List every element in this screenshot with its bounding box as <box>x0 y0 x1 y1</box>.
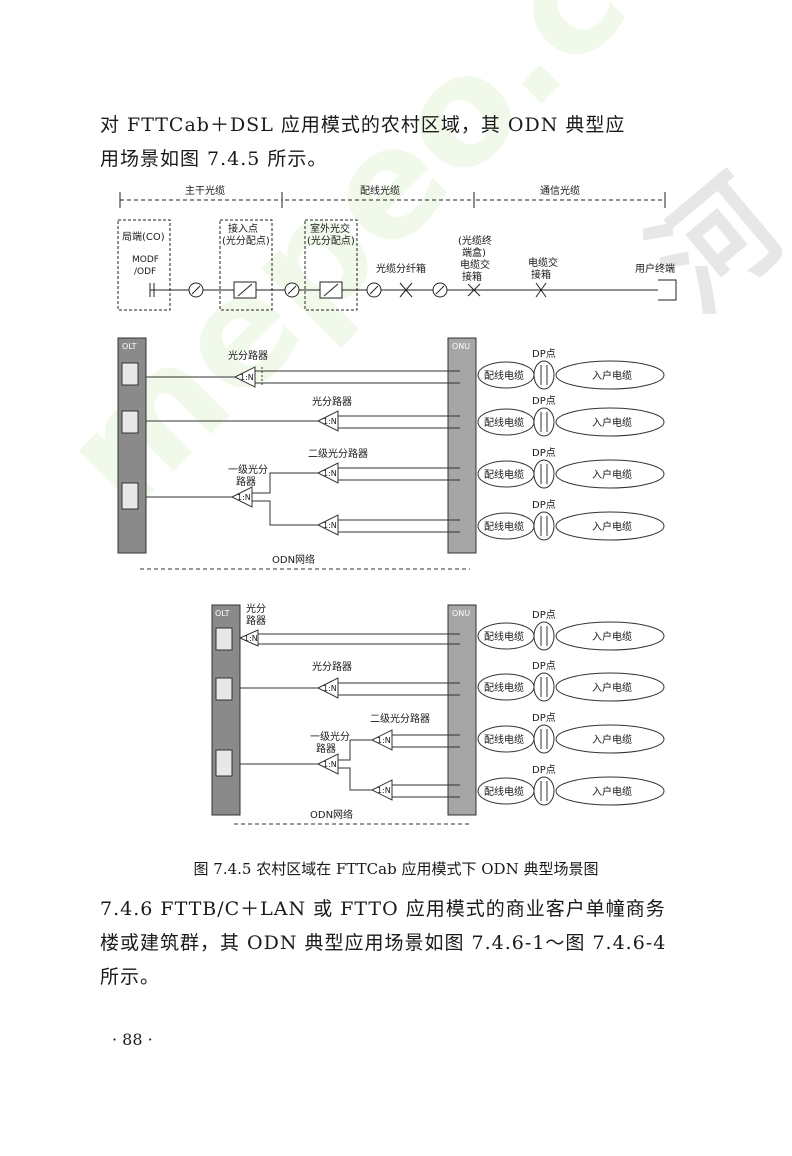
splitter-label-b2: 光分路器 <box>312 660 352 673</box>
dp-label-a3: DP点 <box>532 447 556 459</box>
cabinet-sub: (光分配点) <box>307 234 355 247</box>
drop-cable-a4: 入户电缆 <box>592 520 632 533</box>
first-level-sub-a: 路器 <box>236 475 256 488</box>
ratio-b1: 1:N <box>244 634 258 643</box>
co-label: 局端(CO) <box>122 230 165 243</box>
onu-branches-a: 配线电缆 DP点 入户电缆 配线电缆 DP点 入户电缆 配线电缆 DP点 入户电… <box>477 348 665 541</box>
section-746-line-2: 楼或建筑群，其 ODN 典型应用场景如图 7.4.6-1～图 7.4.6-4 <box>100 932 667 954</box>
terminal-box-sub1: 端盒) <box>462 246 486 259</box>
drop-cable-a3: 入户电缆 <box>592 468 632 481</box>
dist-cable-a2: 配线电缆 <box>484 416 524 429</box>
drop-cable-a2: 入户电缆 <box>592 416 632 429</box>
splitter-label-a2: 光分路器 <box>312 395 352 408</box>
dist-cable-b1: 配线电缆 <box>484 630 524 643</box>
user-terminal-label: 用户终端 <box>635 262 675 275</box>
cable-cross-label: 电缆交 <box>528 256 558 269</box>
dist-cable-b2: 配线电缆 <box>484 681 524 694</box>
ratio-a1: 1:N <box>240 373 254 382</box>
drop-cable-b3: 入户电缆 <box>592 733 632 746</box>
olt-label-a: OLT <box>122 342 137 351</box>
ratio-b2: 1:N <box>323 684 337 693</box>
first-level-label-b: 一级光分 <box>310 730 350 743</box>
splitter-label-a1: 光分路器 <box>228 349 268 362</box>
drop-cable-b4: 入户电缆 <box>592 785 632 798</box>
terminal-box-label: (光缆终 <box>458 234 492 247</box>
drop-cable-a1: 入户电缆 <box>592 369 632 382</box>
section-746-paragraph: 7.4.6 FTTB/C＋LAN 或 FTTO 应用模式的商业客户单幢商务 楼或… <box>100 892 700 994</box>
splitter-label-b1: 光分 <box>246 602 266 615</box>
modf-label: MODF <box>132 255 159 265</box>
segment-label-comm: 通信光缆 <box>540 184 580 197</box>
odn-diagram-b: OLT ONU 光分 路器 光分路器 二级光分路器 一级光分 路器 1:N 1:… <box>211 602 665 825</box>
dp-label-b4: DP点 <box>532 764 556 776</box>
dp-label-a4: DP点 <box>532 499 556 511</box>
ratio-a5: 1:N <box>323 521 337 530</box>
drop-cable-b1: 入户电缆 <box>592 630 632 643</box>
dp-label-b3: DP点 <box>532 712 556 724</box>
second-level-label-a: 二级光分路器 <box>308 447 368 460</box>
page-number: · 88 · <box>112 1030 153 1049</box>
ratio-a4: 1:N <box>323 469 337 478</box>
dp-label-a2: DP点 <box>532 395 556 407</box>
splice-box-label: 光缆分纤箱 <box>376 262 426 275</box>
access-point-sub: (光分配点) <box>222 234 270 247</box>
section-745-line-1: 对 FTTCab＋DSL 应用模式的农村区域，其 ODN 典型应 <box>100 114 626 136</box>
splitter-label-b1-sub: 路器 <box>246 614 266 627</box>
onu-label-b: ONU <box>452 609 470 618</box>
ratio-b5: 1:N <box>377 786 391 795</box>
cable-cross-sub: 接箱 <box>531 268 551 281</box>
cabinet-label: 室外光交 <box>310 222 350 235</box>
access-point-label: 接入点 <box>228 222 258 235</box>
section-745-paragraph: 对 FTTCab＋DSL 应用模式的农村区域，其 ODN 典型应 用场景如图 7… <box>100 108 700 176</box>
fttcab-link-diagram: 主干光缆 配线光缆 通信光缆 局端(CO) MODF /ODF 接入点 (光分配… <box>117 184 677 311</box>
odf-label: /ODF <box>134 267 156 277</box>
ratio-b4: 1:N <box>377 736 391 745</box>
dist-cable-a3: 配线电缆 <box>484 468 524 481</box>
dp-label-b1: DP点 <box>532 609 556 621</box>
first-level-sub-b: 路器 <box>316 742 336 755</box>
dist-cable-b3: 配线电缆 <box>484 733 524 746</box>
second-level-label-b: 二级光分路器 <box>370 712 430 725</box>
dist-cable-a4: 配线电缆 <box>484 520 524 533</box>
ratio-a2: 1:N <box>323 417 337 426</box>
olt-label-b: OLT <box>215 609 230 618</box>
first-level-label-a: 一级光分 <box>228 463 268 476</box>
section-746-line-3: 所示。 <box>100 966 161 988</box>
drop-cable-b2: 入户电缆 <box>592 681 632 694</box>
dist-cable-b4: 配线电缆 <box>484 785 524 798</box>
odn-label-a: ODN网络 <box>272 553 315 566</box>
ratio-b3: 1:N <box>323 760 337 769</box>
terminal-box-sub3: 接箱 <box>462 270 482 283</box>
dp-label-a1: DP点 <box>532 348 556 360</box>
segment-label-distribution: 配线光缆 <box>360 184 400 197</box>
dp-label-b2: DP点 <box>532 660 556 672</box>
onu-branches-b: 配线电缆 DP点 入户电缆 配线电缆 DP点 入户电缆 配线电缆 DP点 入户电… <box>477 609 665 806</box>
segment-label-trunk: 主干光缆 <box>185 184 225 197</box>
onu-label-a: ONU <box>452 342 470 351</box>
dist-cable-a1: 配线电缆 <box>484 369 524 382</box>
figure-caption: 图 7.4.5 农村区域在 FTTCab 应用模式下 ODN 典型场景图 <box>193 860 599 878</box>
section-746-line-1: 7.4.6 FTTB/C＋LAN 或 FTTO 应用模式的商业客户单幢商务 <box>100 898 666 920</box>
odn-diagram-a: OLT ONU 光分路器 光分路器 二级光分路器 一级光分 路器 1:N 1:N… <box>117 337 665 570</box>
odn-label-b: ODN网络 <box>310 808 353 821</box>
terminal-box-sub2: 电缆交 <box>460 258 490 271</box>
section-745-line-2: 用场景如图 7.4.5 所示。 <box>100 148 328 170</box>
ratio-a3: 1:N <box>237 493 251 502</box>
